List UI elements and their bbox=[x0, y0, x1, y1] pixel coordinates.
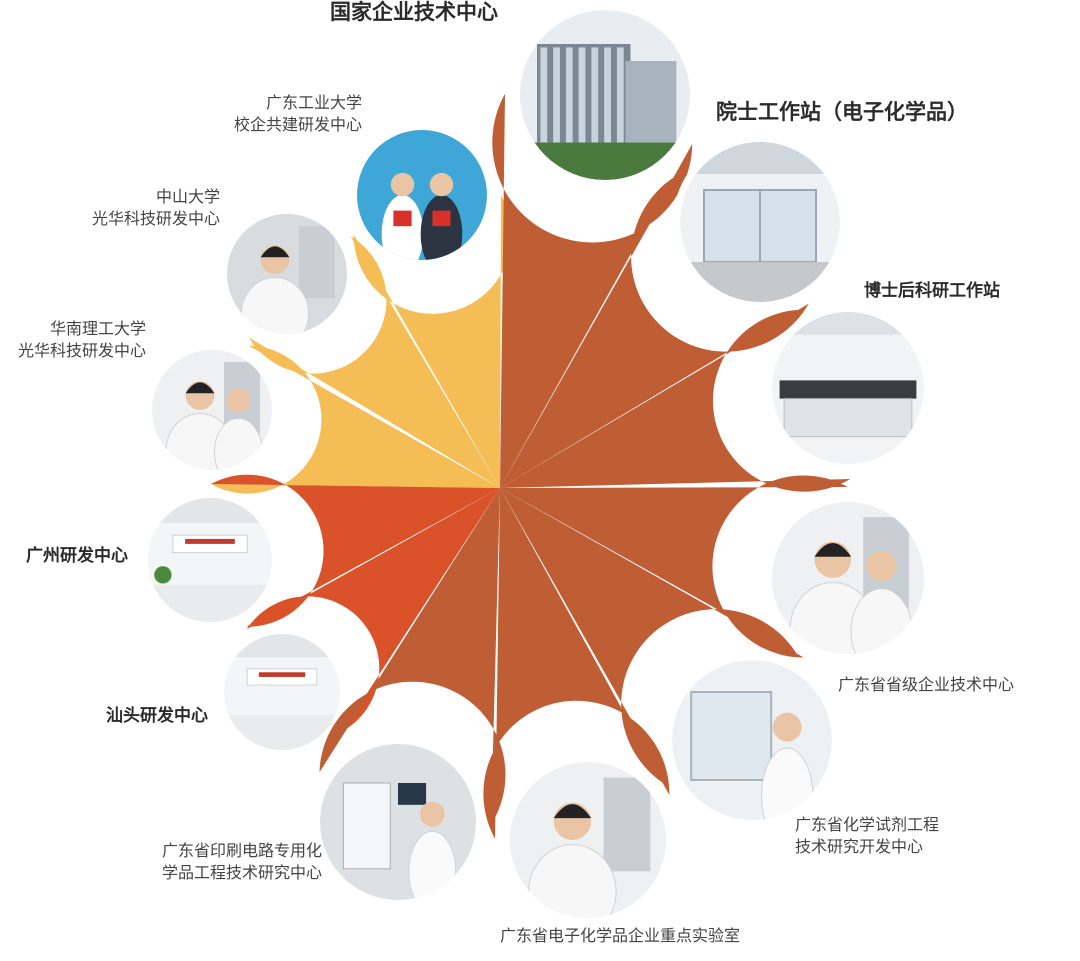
photo-scut bbox=[152, 350, 272, 470]
petal-shape-key-lab bbox=[483, 488, 670, 839]
label-guangzhou: 广州研发中心 bbox=[26, 546, 128, 566]
petal-shape-shantou bbox=[246, 488, 500, 732]
petal-national-center bbox=[492, 3, 697, 488]
photo-shantou bbox=[224, 634, 340, 750]
petal-guangzhou bbox=[142, 474, 500, 628]
label-provincial-center: 广东省省级企业技术中心 bbox=[838, 675, 1015, 694]
label-sysu: 中山大学 光华科技研发中心 bbox=[91, 187, 220, 228]
petal-shape-national-center bbox=[492, 93, 693, 488]
photo-guangzhou bbox=[148, 498, 272, 622]
petal-shape-academician bbox=[500, 175, 809, 488]
label-key-lab: 广东省电子化学品企业重点实验室 bbox=[500, 926, 741, 945]
photo-provincial-center bbox=[772, 502, 924, 654]
petal-scut bbox=[146, 344, 500, 494]
label-national-center: 国家企业技术中心 bbox=[330, 0, 498, 24]
petal-shape-postdoc bbox=[500, 309, 851, 492]
label-shantou: 汕头研发中心 bbox=[106, 706, 208, 726]
photo-postdoc bbox=[772, 312, 924, 464]
photo-national-center bbox=[520, 10, 690, 180]
petal-sysu bbox=[221, 208, 500, 488]
petal-shape-sysu bbox=[248, 236, 500, 488]
label-postdoc: 博士后科研工作站 bbox=[864, 281, 1000, 301]
petal-shape-guangzhou bbox=[211, 474, 500, 627]
label-gdut: 广东工业大学 校企共建研发中心 bbox=[233, 93, 362, 134]
petal-gdut bbox=[351, 124, 512, 489]
petal-provincial-center bbox=[500, 475, 931, 661]
photo-sysu bbox=[227, 214, 347, 334]
petal-key-lab bbox=[483, 488, 673, 925]
photo-academician bbox=[680, 142, 840, 302]
label-academician: 院士工作站（电子化学品） bbox=[716, 100, 968, 124]
petal-shape-reagent-center bbox=[500, 488, 799, 787]
photo-gdut bbox=[357, 130, 487, 260]
petal-reagent-center bbox=[500, 488, 839, 827]
petal-shape-gdut bbox=[353, 195, 512, 489]
label-scut: 华南理工大学 光华科技研发中心 bbox=[17, 319, 146, 360]
photo-key-lab bbox=[510, 762, 666, 918]
petal-shantou bbox=[218, 488, 500, 756]
label-reagent-center: 广东省化学试剂工程 技术研究开发中心 bbox=[795, 815, 940, 856]
photo-reagent-center bbox=[672, 660, 832, 820]
petal-pcb-center bbox=[313, 488, 506, 907]
photo-pcb-center bbox=[320, 744, 476, 900]
petal-postdoc bbox=[500, 305, 931, 492]
petal-shape-pcb-center bbox=[319, 488, 506, 825]
petals-layer bbox=[142, 3, 931, 925]
label-pcb-center: 广东省印刷电路专用化 学品工程技术研究中心 bbox=[161, 841, 322, 882]
petal-academician bbox=[500, 135, 847, 488]
petal-shape-provincial-center bbox=[500, 475, 848, 658]
petal-shape-scut bbox=[211, 345, 500, 494]
